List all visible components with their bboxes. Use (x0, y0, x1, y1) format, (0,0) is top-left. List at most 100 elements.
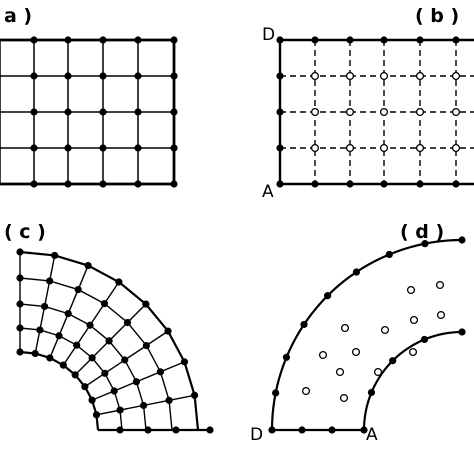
mesh-node (180, 358, 189, 366)
mesh-node (88, 396, 96, 404)
node-filled (30, 108, 38, 116)
panel-d-label: ( d ) (400, 221, 444, 243)
interior-node (415, 71, 425, 81)
boundary-node (324, 292, 332, 300)
mesh-node (144, 426, 152, 434)
mesh-node (81, 383, 89, 391)
node-filled (30, 180, 38, 188)
node-filled (64, 72, 72, 80)
mesh-node (142, 341, 150, 350)
node-filled (64, 180, 72, 188)
panel-b-corner-d: D (262, 25, 275, 45)
mesh-node (121, 356, 129, 364)
mesh-node (59, 361, 67, 369)
boundary-node (416, 180, 424, 188)
node-filled (99, 72, 107, 80)
boundary-node (421, 240, 429, 248)
interior-node (415, 107, 425, 117)
interior-node (345, 107, 355, 117)
node-filled (99, 180, 107, 188)
boundary-node (272, 389, 280, 397)
interior-node (310, 143, 320, 153)
mesh-node (71, 371, 79, 379)
mesh-node (206, 426, 214, 434)
node-filled (170, 108, 178, 116)
mesh-node (46, 354, 54, 362)
panel-a-grid (0, 36, 178, 188)
panel-d: ( d ) D A (250, 221, 466, 445)
node-filled (170, 36, 178, 44)
mesh-node (74, 285, 82, 294)
mesh-node (55, 332, 63, 340)
interior-node (351, 347, 361, 357)
interior-node (408, 347, 418, 357)
interior-node (339, 393, 349, 403)
boundary-node (458, 328, 466, 336)
mesh-node (86, 321, 94, 329)
mesh-node (31, 349, 39, 358)
mesh-node (64, 309, 72, 318)
mesh-node (51, 251, 59, 260)
interior-node (451, 107, 461, 117)
boundary-node (328, 426, 336, 434)
boundary-node (416, 36, 424, 44)
panel-d-corner-a: A (366, 425, 378, 445)
boundary-node (380, 180, 388, 188)
boundary-node (458, 236, 466, 244)
mesh-node (190, 391, 199, 399)
node-filled (134, 72, 142, 80)
boundary-node (452, 180, 460, 188)
node-filled (64, 144, 72, 152)
mesh-node (16, 248, 24, 256)
boundary-node (352, 268, 361, 276)
mesh-node (101, 369, 109, 377)
mesh-node (123, 318, 132, 327)
panel-b-grid (276, 36, 474, 188)
mesh-node (110, 387, 118, 395)
mesh-node (84, 261, 92, 270)
node-filled (30, 36, 38, 44)
boundary-node (346, 180, 354, 188)
boundary-node (452, 36, 460, 44)
node-filled (99, 36, 107, 44)
boundary-node (298, 426, 306, 434)
node-filled (134, 108, 142, 116)
panel-c-label: ( c ) (4, 221, 46, 243)
boundary-node (268, 426, 276, 434)
mesh-node (40, 302, 49, 311)
node-filled (30, 144, 38, 152)
interior-node (335, 367, 345, 377)
node-filled (170, 180, 178, 188)
interior-node (436, 310, 446, 320)
node-filled (134, 180, 142, 188)
mesh-node (16, 300, 24, 308)
interior-node (409, 315, 419, 325)
boundary-outer-arc (270, 238, 463, 431)
interior-node (380, 325, 390, 335)
interior-node (340, 323, 350, 333)
interior-node (318, 350, 328, 360)
panel-b-label: ( b ) (415, 5, 459, 27)
mesh-node (142, 300, 150, 308)
mesh-node (92, 411, 101, 419)
node-filled (134, 144, 142, 152)
node-filled (170, 144, 178, 152)
interior-node (451, 71, 461, 81)
interior-node (451, 143, 461, 153)
mesh-node (156, 368, 165, 376)
mesh-node (115, 278, 123, 286)
boundary-node (282, 353, 291, 361)
node-filled (64, 36, 72, 44)
boundary-node (346, 36, 354, 44)
interior-node (379, 143, 389, 153)
node-filled (170, 72, 178, 80)
mesh-node (88, 354, 96, 362)
interior-node (406, 285, 416, 295)
panel-a-label: a ) (4, 5, 32, 27)
interior-node (415, 143, 425, 153)
node-filled (99, 108, 107, 116)
panel-c-mesh (16, 248, 214, 434)
panel-d-mesh (268, 236, 466, 434)
interior-node (345, 143, 355, 153)
mesh-node (16, 274, 24, 282)
